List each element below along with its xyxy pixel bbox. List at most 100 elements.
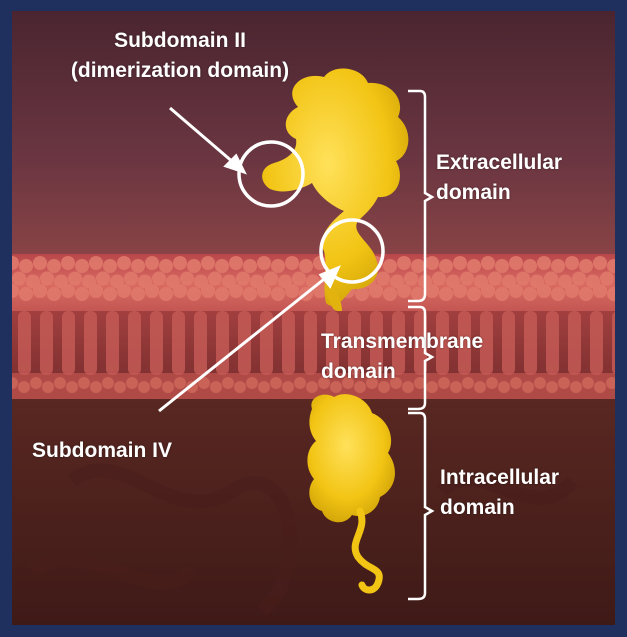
lipid-head bbox=[201, 256, 215, 270]
lipid-head bbox=[243, 287, 257, 301]
lipid-head bbox=[66, 381, 78, 393]
subdomain-iv-title: Subdomain IV bbox=[32, 436, 172, 466]
lipid-head bbox=[299, 259, 313, 273]
lipid-head bbox=[117, 256, 131, 270]
lipid-head bbox=[174, 377, 186, 389]
lipid-head bbox=[481, 256, 495, 270]
lipid-head bbox=[593, 284, 607, 298]
lipid-head bbox=[124, 272, 138, 286]
lipid-head bbox=[439, 259, 453, 273]
lipid-head bbox=[551, 259, 565, 273]
lipid-head bbox=[257, 256, 271, 270]
lipid-head bbox=[173, 256, 187, 270]
subdomain-iv-label: Subdomain IV bbox=[32, 436, 172, 466]
lipid-head bbox=[145, 256, 159, 270]
lipid-head bbox=[439, 287, 453, 301]
lipid-head bbox=[12, 272, 26, 286]
lipid-head bbox=[271, 287, 285, 301]
lipid-head bbox=[103, 287, 117, 301]
lipid-head bbox=[47, 287, 61, 301]
lipid-head bbox=[425, 284, 439, 298]
lipid-head bbox=[481, 284, 495, 298]
lipid-head bbox=[229, 256, 243, 270]
lipid-head bbox=[33, 256, 47, 270]
lipid-head bbox=[90, 381, 102, 393]
lipid-head bbox=[383, 287, 397, 301]
lipid-head bbox=[131, 259, 145, 273]
lipid-head bbox=[404, 272, 418, 286]
lipid-head bbox=[215, 259, 229, 273]
lipid-head bbox=[257, 284, 271, 298]
lipid-head bbox=[229, 284, 243, 298]
lipid-head bbox=[208, 272, 222, 286]
lipid-head bbox=[523, 287, 537, 301]
lipid-head bbox=[509, 284, 523, 298]
extracellular-label-line2: domain bbox=[436, 178, 562, 208]
lipid-head bbox=[33, 284, 47, 298]
lipid-head bbox=[258, 381, 270, 393]
lipid-head bbox=[138, 381, 150, 393]
transmembrane-label-line2: domain bbox=[321, 357, 483, 387]
intracellular-label: Intracellular domain bbox=[440, 463, 559, 523]
lipid-head bbox=[89, 284, 103, 298]
lipid-head bbox=[19, 287, 33, 301]
lipid-head bbox=[285, 284, 299, 298]
lipid-head bbox=[397, 284, 411, 298]
lipid-head bbox=[236, 272, 250, 286]
receptor-artwork bbox=[12, 11, 615, 625]
lipid-head bbox=[159, 259, 173, 273]
lipid-head bbox=[369, 284, 383, 298]
subdomain-ii-subtitle: (dimerization domain) bbox=[30, 56, 330, 86]
lipid-head bbox=[570, 381, 582, 393]
lipid-head bbox=[75, 259, 89, 273]
lipid-head bbox=[114, 381, 126, 393]
lipid-tail bbox=[194, 311, 207, 375]
lipid-head bbox=[210, 381, 222, 393]
lipid-head bbox=[546, 381, 558, 393]
lipid-head bbox=[159, 287, 173, 301]
lipid-head bbox=[565, 284, 579, 298]
lipid-head bbox=[509, 256, 523, 270]
lipid-tail bbox=[502, 311, 515, 375]
lipid-tail bbox=[128, 311, 141, 375]
lipid-head bbox=[96, 272, 110, 286]
lipid-tail bbox=[172, 311, 185, 375]
lipid-head bbox=[243, 259, 257, 273]
transmembrane-label-line1: Transmembrane bbox=[321, 327, 483, 357]
lipid-tail bbox=[590, 311, 603, 375]
lipid-head bbox=[282, 381, 294, 393]
lipid-tail bbox=[304, 311, 317, 375]
lipid-head bbox=[187, 259, 201, 273]
lipid-head bbox=[152, 272, 166, 286]
lipid-head bbox=[222, 377, 234, 389]
lipid-head bbox=[42, 381, 54, 393]
lipid-tail bbox=[150, 311, 163, 375]
lipid-head bbox=[383, 259, 397, 273]
lipid-head bbox=[551, 287, 565, 301]
lipid-head bbox=[579, 287, 593, 301]
lipid-head bbox=[495, 287, 509, 301]
lipid-head bbox=[68, 272, 82, 286]
lipid-head bbox=[523, 259, 537, 273]
lipid-head bbox=[145, 284, 159, 298]
lipid-head bbox=[593, 256, 607, 270]
lipid-head bbox=[579, 259, 593, 273]
lipid-head bbox=[40, 272, 54, 286]
intracellular-label-line2: domain bbox=[440, 493, 559, 523]
lipid-head bbox=[425, 256, 439, 270]
lipid-head bbox=[498, 381, 510, 393]
lipid-head bbox=[234, 381, 246, 393]
lipid-head bbox=[432, 272, 446, 286]
lipid-head bbox=[306, 381, 318, 393]
lipid-head bbox=[264, 272, 278, 286]
lipid-head bbox=[102, 377, 114, 389]
lipid-tail bbox=[282, 311, 295, 375]
lipid-head bbox=[150, 377, 162, 389]
lipid-head bbox=[582, 377, 594, 389]
lipid-head bbox=[453, 256, 467, 270]
lipid-head bbox=[558, 377, 570, 389]
lipid-head bbox=[292, 272, 306, 286]
lipid-head bbox=[47, 259, 61, 273]
subdomain-ii-title: Subdomain II bbox=[30, 26, 330, 56]
